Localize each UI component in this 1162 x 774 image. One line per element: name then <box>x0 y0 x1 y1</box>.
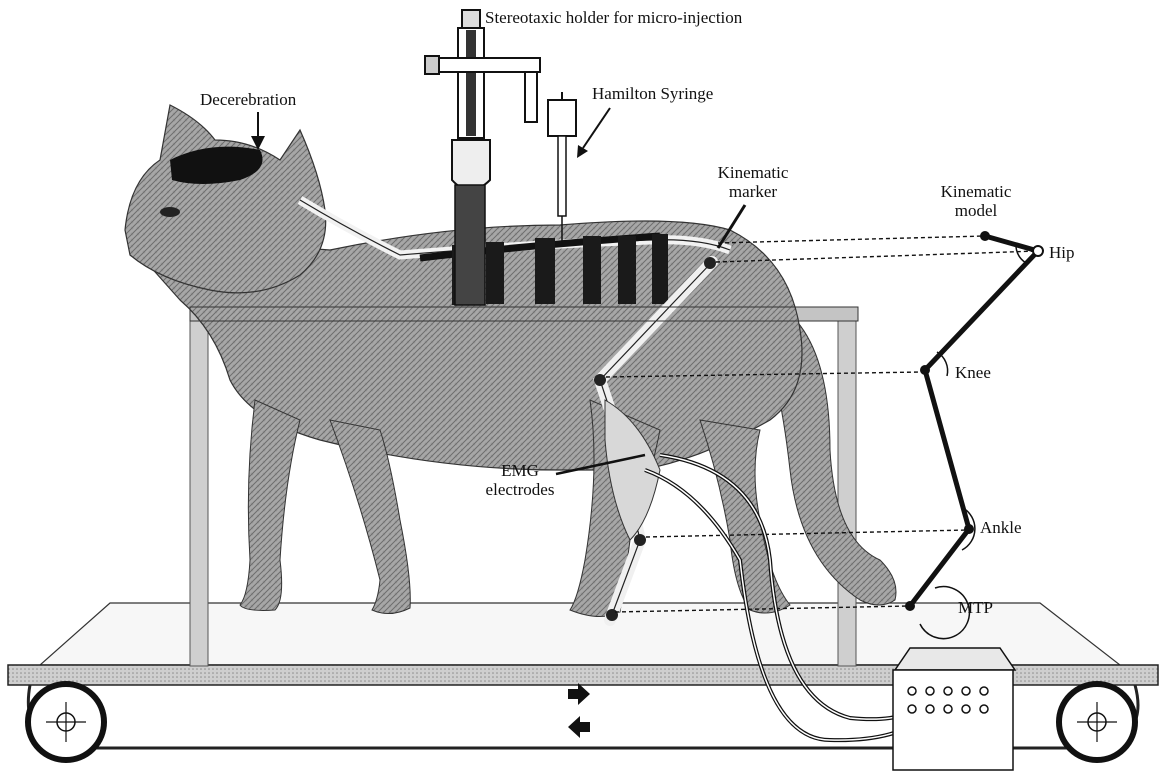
model-pelvis-node <box>980 231 990 241</box>
mtp-label: MTP <box>958 598 993 617</box>
kinematic-marker-line-1: Kinematic <box>708 163 798 182</box>
knee-marker <box>594 374 606 386</box>
emg-line-2: electrodes <box>470 480 570 499</box>
kinematic-model-line-1: Kinematic <box>930 182 1022 201</box>
hamilton-syringe-label: Hamilton Syringe <box>592 84 713 103</box>
cat-eye <box>160 207 180 217</box>
model-ankle-node <box>964 524 974 534</box>
knee-label: Knee <box>955 363 991 382</box>
syringe-arrow-icon <box>577 145 588 158</box>
ankle-marker <box>634 534 646 546</box>
model-mtp-node <box>905 601 915 611</box>
kinematic-marker-line-2: marker <box>708 182 798 201</box>
emg-electrodes-label: EMG electrodes <box>470 461 570 499</box>
kinematic-model-line-2: model <box>930 201 1022 220</box>
decerebration-label: Decerebration <box>200 90 296 109</box>
model-knee-node <box>920 365 930 375</box>
kinematic-model-label: Kinematic model <box>930 182 1022 220</box>
hip-label: Hip <box>1049 243 1075 262</box>
right-roller <box>1059 684 1135 760</box>
kinematic-model <box>905 231 1043 639</box>
direction-arrow-left-icon <box>568 716 590 738</box>
emg-amplifier-box <box>893 648 1015 770</box>
left-roller <box>28 684 104 760</box>
hip-marker <box>704 257 716 269</box>
mtp-marker <box>606 609 618 621</box>
emg-line-1: EMG <box>470 461 570 480</box>
ankle-label: Ankle <box>980 518 1022 537</box>
stereotaxic-holder-label: Stereotaxic holder for micro-injection <box>485 8 742 27</box>
hamilton-syringe <box>548 92 576 245</box>
direction-arrow-right-icon <box>568 683 590 705</box>
model-hip-node <box>1033 246 1043 256</box>
kinematic-marker-label: Kinematic marker <box>708 163 798 201</box>
